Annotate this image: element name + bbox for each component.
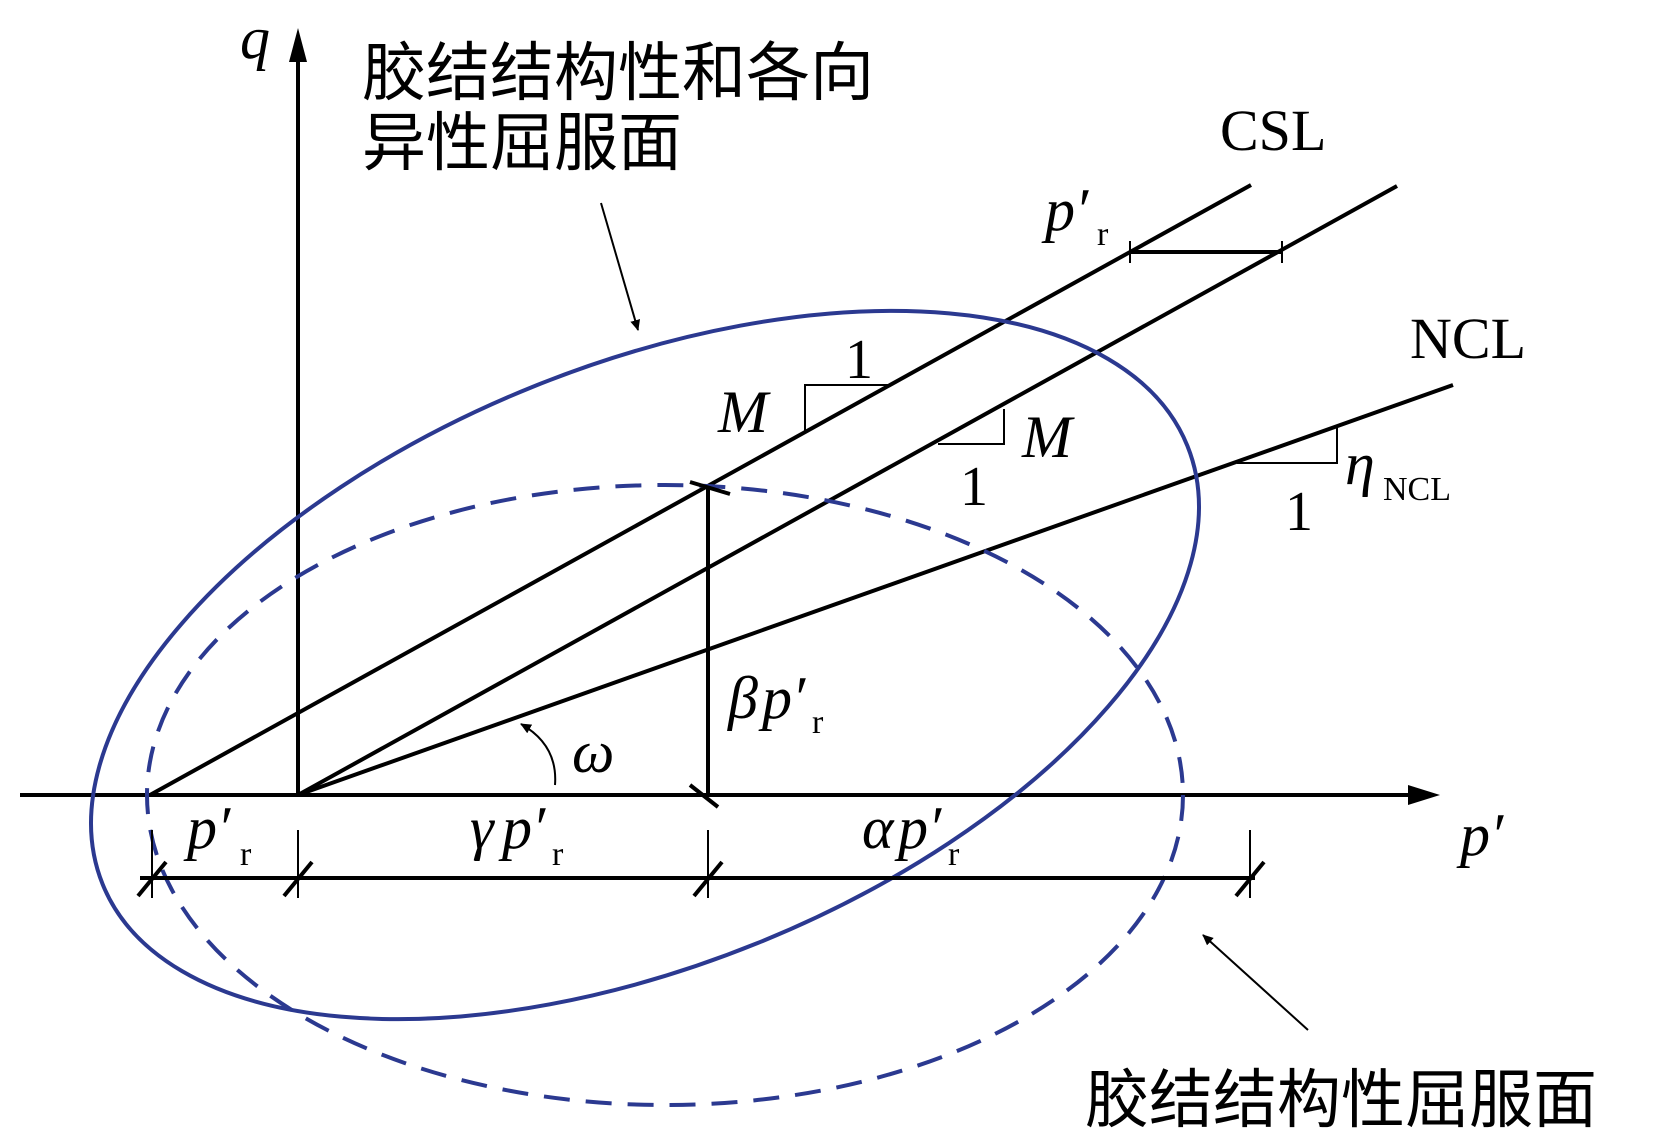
dim-gamma-sub: r (552, 836, 564, 873)
q-axis-label: q (240, 5, 270, 71)
dim-tick-1 (136, 860, 168, 898)
omega-label: ω (572, 719, 614, 785)
leader-anisotropic (600, 202, 641, 331)
title-label-line1: 胶结结构性和各向 (362, 37, 874, 111)
dim-tick-2 (282, 860, 314, 898)
beta-pr-tick-top (689, 480, 731, 496)
csl-upper-slope-one: 1 (845, 329, 873, 391)
beta-pr-label-sub: r (812, 704, 824, 741)
leader-cemented (1202, 934, 1309, 1031)
beta-pr-tick-bottom (688, 783, 720, 809)
csl-upper-slope-M: M (717, 379, 771, 445)
dim-gamma-label: γ (470, 795, 495, 861)
ncl-slope-triangle (1237, 428, 1338, 464)
omega-arc (520, 723, 557, 786)
q-axis-arrowhead (289, 28, 307, 62)
csl-label: CSL (1220, 98, 1326, 163)
anisotropic-yield-surface (89, 308, 1201, 1022)
dim-tick-3 (692, 860, 724, 898)
dim-tick-4 (1234, 860, 1266, 898)
dim-alpha-p: p′ (894, 795, 942, 861)
dim-alpha-sub: r (948, 836, 960, 873)
csl-line-shifted (149, 183, 1252, 797)
title-label-line2: 异性屈服面 (362, 107, 682, 181)
p-axis-label: p′ (1456, 802, 1504, 868)
dim-alpha-label: α (862, 795, 895, 861)
csl-lower-slope-M: M (1021, 404, 1075, 470)
pr-offset-sub: r (1097, 216, 1109, 253)
beta-pr-label-p: p′ (758, 665, 806, 731)
pr-offset-label: p′ (1041, 177, 1089, 243)
p-axis-arrowhead (1408, 785, 1440, 805)
dim-pr-label: p′ (183, 795, 231, 861)
ncl-label: NCL (1410, 306, 1526, 371)
bottom-yield-label: 胶结结构性屈服面 (1085, 1064, 1597, 1138)
ncl-slope-one: 1 (1285, 481, 1313, 543)
dim-pr-sub: r (240, 836, 252, 873)
csl-lower-slope-one: 1 (960, 456, 988, 518)
dim-gamma-p: p′ (498, 795, 546, 861)
ncl-slope-eta-sub: NCL (1383, 471, 1451, 508)
beta-pr-label-beta: β (727, 665, 758, 731)
ncl-slope-eta: η (1345, 431, 1375, 497)
ncl-line (297, 383, 1454, 797)
csl-slope-triangle-lower (938, 409, 1005, 445)
csl-slope-triangle-upper (804, 384, 890, 432)
cemented-yield-surface (145, 483, 1185, 1107)
csl-line (297, 184, 1398, 797)
